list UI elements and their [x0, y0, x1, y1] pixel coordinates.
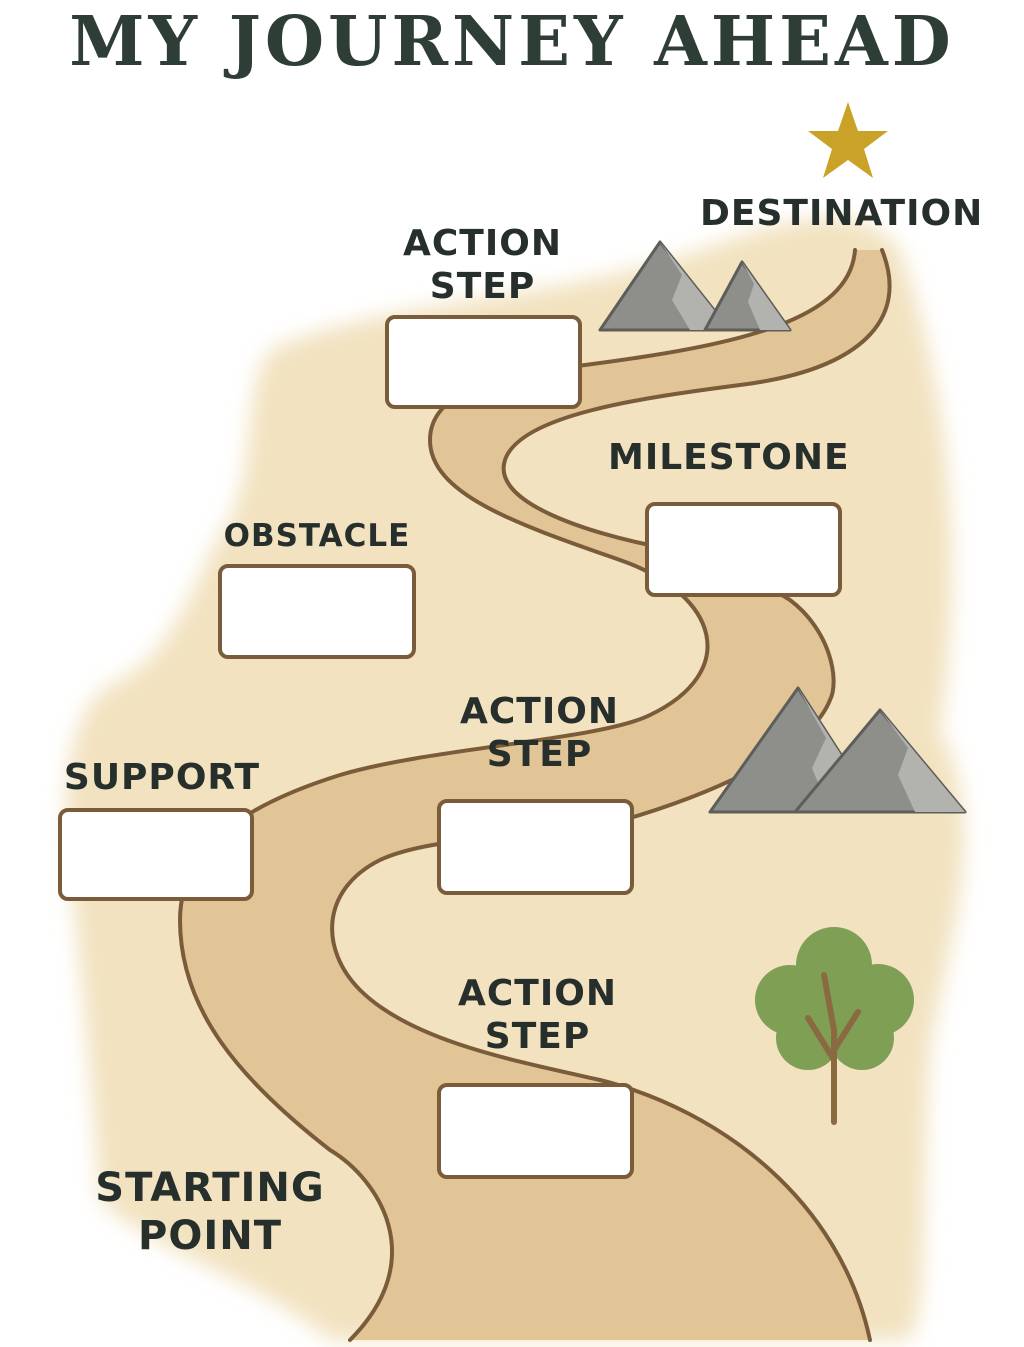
action-step-label-line: ACTION	[403, 223, 562, 264]
action-step-label-middle: ACTION STEP	[442, 690, 637, 776]
obstacle-box[interactable]	[218, 564, 416, 659]
starting-point-label: STARTING POINT	[95, 1164, 325, 1260]
action-step-box-bottom[interactable]	[437, 1083, 634, 1179]
mountain-icon	[708, 686, 967, 814]
support-box[interactable]	[58, 808, 254, 901]
action-step-label-line: STEP	[484, 1016, 591, 1058]
milestone-box[interactable]	[645, 502, 842, 597]
star-icon	[808, 102, 888, 178]
action-step-label-line: ACTION	[460, 691, 619, 732]
action-step-label-top: ACTION STEP	[385, 222, 580, 308]
action-step-label-line: ACTION	[458, 973, 617, 1014]
action-step-box-middle[interactable]	[437, 799, 634, 895]
action-step-box-top[interactable]	[385, 315, 582, 409]
milestone-label: MILESTONE	[608, 437, 850, 478]
action-step-label-line: STEP	[486, 734, 593, 776]
destination-label: DESTINATION	[700, 193, 984, 234]
action-step-label-bottom: ACTION STEP	[440, 972, 635, 1058]
action-step-label-line: STEP	[429, 266, 536, 308]
starting-point-label-line: POINT	[138, 1213, 282, 1259]
obstacle-label: OBSTACLE	[223, 518, 411, 554]
mountain-icon	[598, 240, 792, 332]
starting-point-label-line: STARTING	[95, 1165, 325, 1211]
winding-path	[180, 250, 890, 1340]
page-title: MY JOURNEY AHEAD	[69, 2, 955, 82]
support-label: SUPPORT	[63, 757, 261, 798]
tree-icon	[755, 927, 914, 1125]
